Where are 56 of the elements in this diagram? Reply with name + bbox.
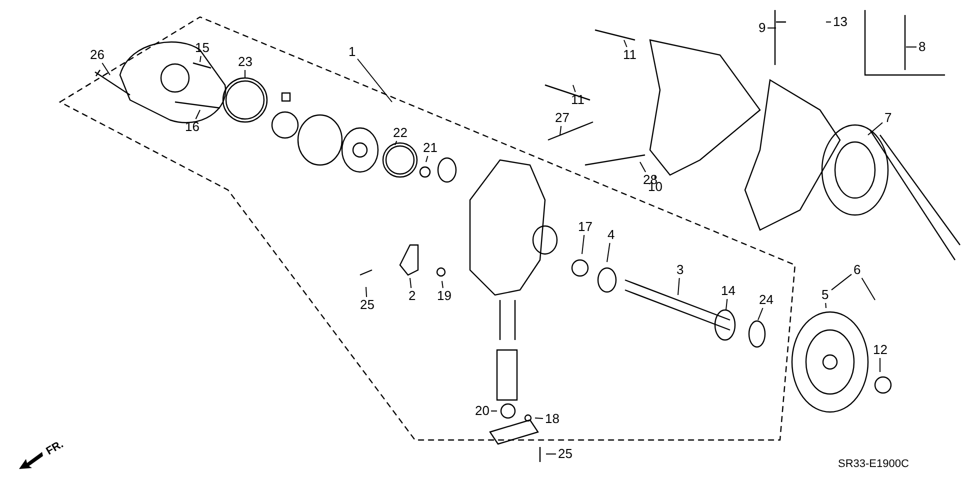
leader-line xyxy=(102,62,110,76)
leader-line xyxy=(560,126,562,136)
leader-line xyxy=(582,234,585,254)
callout-number: 25 xyxy=(557,447,574,461)
callout-number: 9 xyxy=(758,21,767,35)
leader-line xyxy=(195,110,200,120)
leader-line xyxy=(678,278,680,296)
leader-line xyxy=(366,286,368,298)
callout-number: 16 xyxy=(184,120,200,134)
callout-number: 15 xyxy=(194,41,210,55)
leader-line xyxy=(861,278,876,300)
leader-line xyxy=(394,140,398,146)
leader-line xyxy=(825,302,826,308)
callout-number: 13 xyxy=(832,15,848,29)
callout-number: 18 xyxy=(544,412,560,426)
callout-number: 8 xyxy=(918,40,927,54)
callout-number: 27 xyxy=(554,111,570,125)
leader-line xyxy=(906,46,917,48)
callout-number: 17 xyxy=(577,220,594,234)
callout-number: 5 xyxy=(820,288,830,302)
callout-number: 7 xyxy=(884,111,893,125)
leader-line xyxy=(410,278,412,288)
leader-line xyxy=(640,162,646,172)
leader-line xyxy=(831,274,852,290)
callout-number: 12 xyxy=(872,343,888,357)
callout-number: 19 xyxy=(436,289,452,303)
callout-number: 1 xyxy=(348,45,357,59)
callout-number: 22 xyxy=(392,126,408,140)
leader-line xyxy=(357,58,392,102)
leader-line xyxy=(606,242,610,262)
callout-number: 24 xyxy=(758,293,774,307)
leader-line xyxy=(442,280,444,288)
callout-number: 3 xyxy=(676,263,685,277)
leader-line xyxy=(534,418,544,419)
callout-number: 20 xyxy=(474,404,490,418)
callout-number: 6 xyxy=(852,263,862,277)
leader-line xyxy=(490,410,498,412)
callout-number: 14 xyxy=(720,284,736,298)
leader-line xyxy=(200,56,202,62)
leader-line xyxy=(726,298,728,310)
callout-number: 2 xyxy=(408,289,417,303)
callout-number: 25 xyxy=(359,298,376,312)
direction-label: FR. xyxy=(44,438,66,458)
leader-line xyxy=(654,174,656,180)
callout-number: 4 xyxy=(606,228,616,242)
callout-number: 21 xyxy=(422,141,438,155)
callout-number: 26 xyxy=(89,48,106,62)
leader-line xyxy=(868,122,883,136)
diagram-code: SR33-E1900C xyxy=(838,458,909,470)
callout-number: 11 xyxy=(622,48,638,62)
leader-line xyxy=(244,70,246,78)
leader-line xyxy=(426,156,428,162)
callout-number: 23 xyxy=(237,55,254,69)
leader-line xyxy=(624,40,628,48)
leader-line xyxy=(572,84,576,92)
leader-line xyxy=(758,308,764,320)
